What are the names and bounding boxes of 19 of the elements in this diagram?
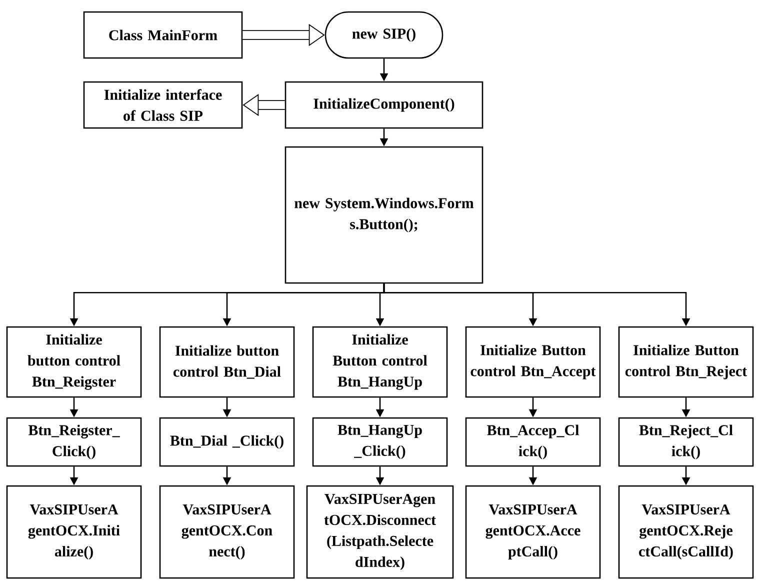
process-box: Initialize interface of Class SIP <box>83 81 243 129</box>
process-box: VaxSIPUserA gentOCX.Initi alize() <box>6 485 142 579</box>
process-box: new System.Windows.Form s.Button(); <box>284 146 484 284</box>
process-box: Btn_Reigster_ Click() <box>6 417 142 467</box>
process-box: Initialize button control Btn_Dial <box>159 326 295 398</box>
process-box: VaxSIPUserA gentOCX.Reje ctCall(sCallId) <box>618 485 754 579</box>
process-box: VaxSIPUserA gentOCX.Con nect() <box>159 485 295 579</box>
process-box: Class MainForm <box>83 11 243 59</box>
process-box: Initialize Button control Btn_Reject <box>618 326 754 398</box>
process-box: Btn_Accep_Cl ick() <box>465 417 601 467</box>
process-box: Btn_Dial _Click() <box>159 417 295 467</box>
process-box: Initialize Button control Btn_Accept <box>465 326 601 398</box>
process-box: VaxSIPUserA gentOCX.Acce ptCall() <box>465 485 601 579</box>
process-box: VaxSIPUserAgen tOCX.Disconnect (Listpath.Selecte dIndex) <box>306 485 454 579</box>
process-box: Btn_HangUp _Click() <box>312 417 448 467</box>
process-box: Btn_Reject_Cl ick() <box>618 417 754 467</box>
process-box: Initialize button control Btn_Reigster <box>6 326 142 398</box>
process-box: Initialize Button control Btn_HangUp <box>312 326 448 398</box>
process-box: InitializeComponent() <box>284 81 484 129</box>
